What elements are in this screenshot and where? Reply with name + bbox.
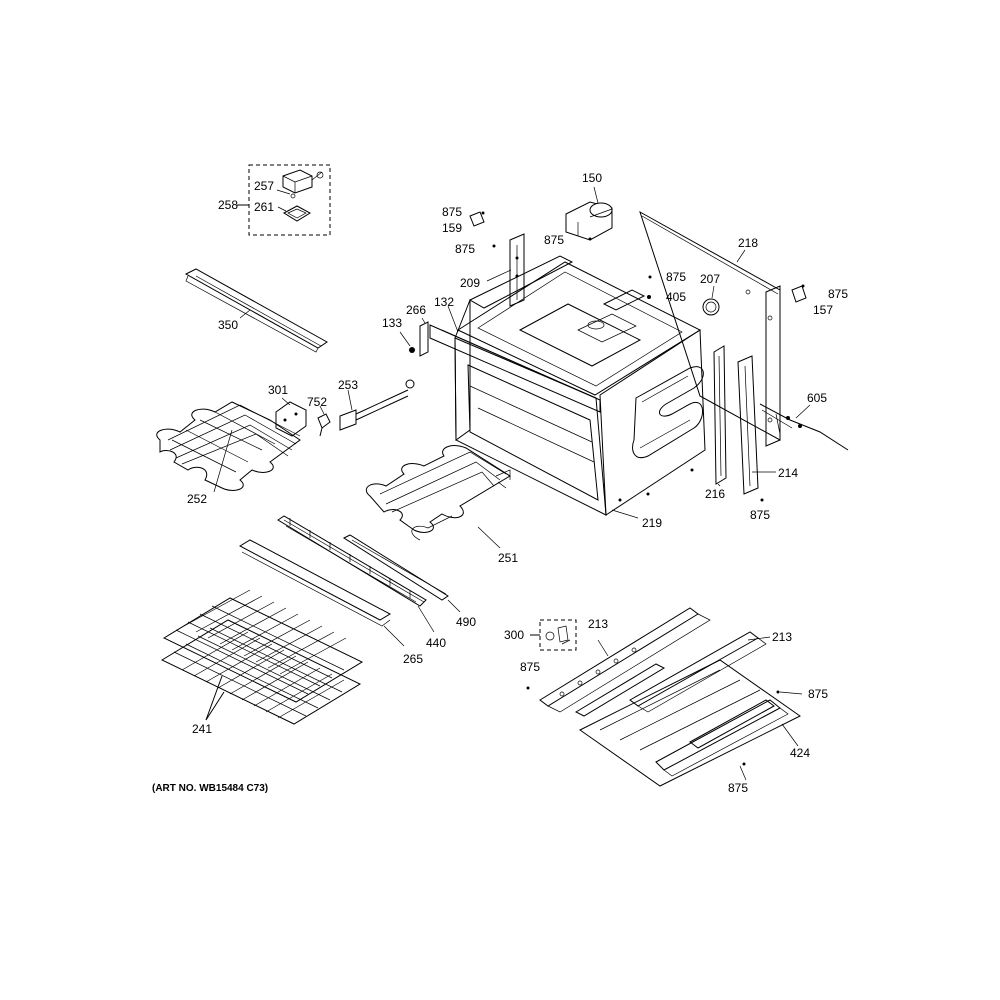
part-300-kit [530, 619, 577, 651]
callout-752: 752 [307, 395, 327, 409]
part-150-motor [565, 186, 613, 241]
callout-301: 301 [268, 383, 288, 397]
callout-875: 875 [544, 233, 564, 247]
part-266-132-133 [399, 305, 459, 357]
callout-424: 424 [790, 746, 810, 760]
art-number: (ART NO. WB15484 C73) [152, 783, 268, 794]
callout-218: 218 [738, 236, 758, 250]
callout-257: 257 [254, 179, 274, 193]
callout-875: 875 [750, 508, 770, 522]
callout-261: 261 [254, 200, 274, 214]
callout-350: 350 [218, 318, 238, 332]
callout-875: 875 [728, 781, 748, 795]
callout-875: 875 [828, 287, 848, 301]
callout-490: 490 [456, 615, 476, 629]
callout-875: 875 [666, 270, 686, 284]
callout-207: 207 [700, 272, 720, 286]
callout-605: 605 [807, 391, 827, 405]
callout-213: 213 [588, 617, 608, 631]
callout-209: 209 [460, 276, 480, 290]
callout-labels: 257 258 261 150 875 159 875 875 218 209 … [152, 171, 848, 795]
callout-133: 133 [382, 316, 402, 330]
callout-265: 265 [403, 652, 423, 666]
callout-159: 159 [442, 221, 462, 235]
part-252-element [156, 401, 301, 493]
kit-box [237, 164, 331, 236]
part-213-424-frame [526, 607, 803, 787]
part-241-racks [160, 589, 364, 725]
callout-157: 157 [813, 303, 833, 317]
callout-219: 219 [642, 516, 662, 530]
callout-252: 252 [187, 492, 207, 506]
callout-875: 875 [808, 687, 828, 701]
part-301-752-253 [275, 379, 415, 437]
part-605-157 [759, 284, 849, 451]
callout-405: 405 [666, 290, 686, 304]
callout-253: 253 [338, 378, 358, 392]
callout-875: 875 [520, 660, 540, 674]
callout-258: 258 [218, 198, 238, 212]
callout-214: 214 [778, 466, 798, 480]
callout-241: 241 [192, 722, 212, 736]
callout-251: 251 [498, 551, 518, 565]
callout-213: 213 [772, 630, 792, 644]
part-216-214-strips [713, 285, 781, 502]
callout-300: 300 [504, 628, 524, 642]
part-219-cavity [429, 255, 706, 519]
callout-266: 266 [406, 303, 426, 317]
part-251-element [365, 445, 511, 549]
callout-875: 875 [455, 242, 475, 256]
part-350-bar [184, 268, 328, 353]
callout-132: 132 [434, 295, 454, 309]
callout-150: 150 [582, 171, 602, 185]
callout-875: 875 [442, 205, 462, 219]
callout-440: 440 [426, 636, 446, 650]
part-490-440-265 [238, 515, 461, 647]
part-209-bracket [469, 211, 525, 307]
callout-216: 216 [705, 487, 725, 501]
